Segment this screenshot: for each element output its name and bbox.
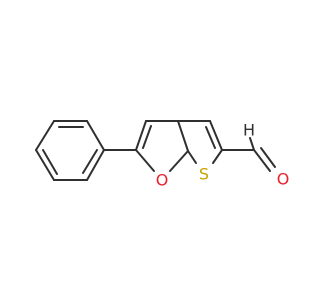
- bond: [253, 149, 271, 172]
- structure-drawing: O S O H: [35, 120, 290, 190]
- furan-ring: [135, 120, 189, 172]
- sulfur-atom-ring: S: [199, 165, 209, 184]
- bond: [212, 149, 223, 164]
- bond: [86, 149, 105, 181]
- bond: [35, 149, 55, 181]
- bond: [35, 120, 55, 151]
- phenyl-ring: [35, 120, 105, 181]
- double-bond-inner: [205, 126, 216, 149]
- double-bond-inner: [42, 149, 58, 175]
- molecule-diagram: O S O H: [35, 120, 290, 190]
- bond: [209, 120, 223, 151]
- double-bond-inner: [142, 125, 152, 149]
- hydrogen-atom-aldehyde: H: [243, 121, 255, 140]
- thiophene-ring: [177, 120, 223, 164]
- oxygen-atom-ring: O: [156, 171, 169, 190]
- bond: [187, 150, 197, 164]
- oxygen-atom-aldehyde: O: [277, 170, 290, 189]
- bond: [249, 137, 255, 151]
- double-bond-inner: [260, 147, 276, 168]
- bond: [169, 150, 189, 172]
- double-bond-inner: [82, 149, 98, 174]
- bond: [177, 120, 189, 152]
- bond: [135, 149, 155, 172]
- bond: [135, 120, 147, 151]
- bond: [86, 120, 105, 151]
- aldehyde-group: [221, 137, 276, 172]
